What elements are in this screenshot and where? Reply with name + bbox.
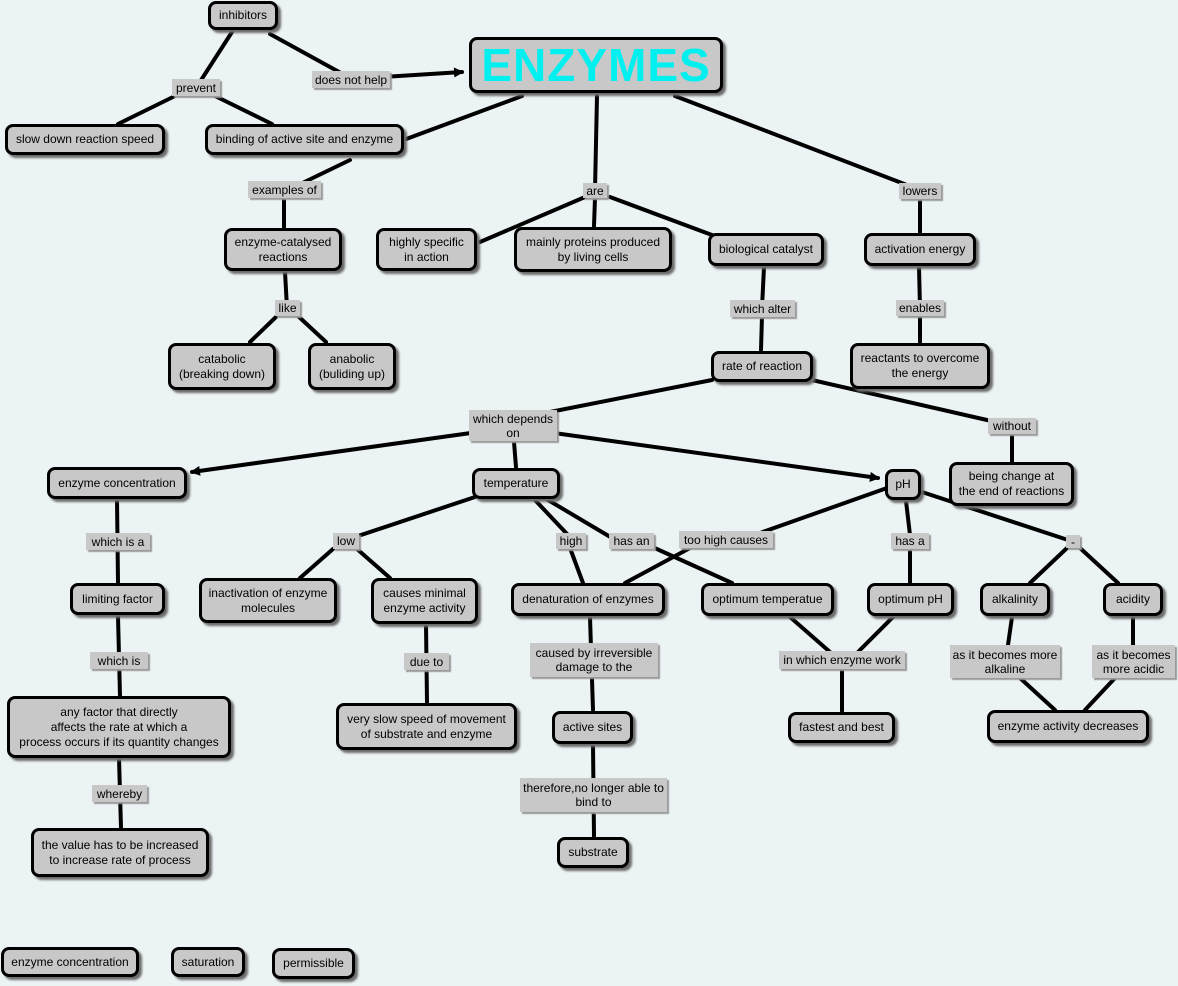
edge xyxy=(1078,546,1120,585)
legend-enzyme-concentration[interactable]: enzyme concentration xyxy=(1,947,139,977)
node-substrate[interactable]: substrate xyxy=(557,837,629,868)
edge xyxy=(248,314,279,344)
edge xyxy=(355,547,392,580)
edge xyxy=(623,546,692,585)
edge xyxy=(608,195,722,240)
edge xyxy=(1028,546,1069,585)
label-prevent: prevent xyxy=(172,79,220,96)
node-optimum-temperature[interactable]: optimum temperatue xyxy=(701,583,834,616)
edge xyxy=(548,378,714,414)
node-limiting-factor[interactable]: limiting factor xyxy=(70,583,165,615)
edge xyxy=(1083,676,1117,712)
node-highly-specific[interactable]: highly specific in action xyxy=(376,228,477,271)
node-causes-minimal[interactable]: causes minimal enzyme activity xyxy=(371,578,478,624)
node-mainly-proteins[interactable]: mainly proteins produced by living cells xyxy=(514,227,672,272)
label-which-is-a: which is a xyxy=(86,533,150,550)
edge xyxy=(1018,676,1057,712)
node-ph[interactable]: pH xyxy=(885,469,921,500)
node-denaturation[interactable]: denaturation of enzymes xyxy=(511,583,665,616)
node-rate-of-reaction[interactable]: rate of reaction xyxy=(711,351,813,382)
label-like: like xyxy=(275,300,300,316)
label-dash: - xyxy=(1066,535,1080,549)
label-whereby: whereby xyxy=(92,785,147,802)
edge xyxy=(920,490,1070,542)
edge xyxy=(512,440,518,469)
edge xyxy=(1006,615,1014,647)
edge xyxy=(646,543,734,585)
label-are: are xyxy=(583,183,607,198)
label-without: without xyxy=(988,418,1036,434)
node-slow-down-reaction-speed[interactable]: slow down reaction speed xyxy=(5,124,165,155)
node-reactants-overcome[interactable]: reactants to overcome the energy xyxy=(850,343,990,389)
node-any-factor[interactable]: any factor that directly affects the rat… xyxy=(7,696,231,758)
node-temperature[interactable]: temperature xyxy=(472,468,560,499)
edge xyxy=(298,547,335,580)
node-very-slow-speed[interactable]: very slow speed of movement of substrate… xyxy=(336,703,517,750)
label-lowers: lowers xyxy=(899,183,941,199)
node-enzymes-title[interactable]: ENZYMES xyxy=(469,37,723,93)
label-which-is: which is xyxy=(90,652,148,669)
edge xyxy=(533,498,570,537)
edge xyxy=(338,494,480,544)
label-examples-of: examples of xyxy=(248,181,321,198)
edge xyxy=(116,94,177,126)
edge xyxy=(478,195,587,244)
node-fastest-and-best[interactable]: fastest and best xyxy=(788,712,895,743)
label-as-more-alkaline: as it becomes more alkaline xyxy=(950,645,1060,678)
label-has-a: has a xyxy=(891,533,929,549)
edge xyxy=(568,546,585,585)
label-enables: enables xyxy=(896,300,944,316)
label-does-not-help: does not help xyxy=(312,71,390,88)
edge xyxy=(213,94,274,126)
node-inhibitors[interactable]: inhibitors xyxy=(208,1,278,30)
label-as-more-acidic: as it becomes more acidic xyxy=(1092,645,1175,678)
label-which-alter: which alter xyxy=(730,300,795,317)
node-activation-energy[interactable]: activation energy xyxy=(864,233,976,266)
legend-permissible[interactable]: permissible xyxy=(272,948,355,979)
label-due-to: due to xyxy=(404,653,449,670)
edge xyxy=(592,196,597,228)
label-in-which-enzyme-work: in which enzyme work xyxy=(779,651,905,669)
edge xyxy=(546,498,614,540)
node-alkalinity[interactable]: alkalinity xyxy=(980,583,1050,616)
label-which-depends-on: which depends on xyxy=(469,410,557,441)
node-catabolic[interactable]: catabolic (breaking down) xyxy=(168,343,276,390)
edge xyxy=(788,615,832,654)
node-biological-catalyst[interactable]: biological catalyst xyxy=(708,233,824,266)
edge xyxy=(856,615,895,654)
node-enzyme-activity-decreases[interactable]: enzyme activity decreases xyxy=(987,710,1149,743)
edge xyxy=(673,94,922,192)
node-active-sites[interactable]: active sites xyxy=(552,711,633,744)
node-acidity[interactable]: acidity xyxy=(1103,583,1163,616)
edge xyxy=(268,32,352,80)
node-optimum-ph[interactable]: optimum pH xyxy=(867,583,954,616)
edge xyxy=(381,67,464,79)
node-being-change[interactable]: being change at the end of reactions xyxy=(949,462,1074,506)
node-enzyme-concentration[interactable]: enzyme concentration xyxy=(47,467,187,499)
node-enzyme-catalysed-reactions[interactable]: enzyme-catalysed reactions xyxy=(224,228,342,271)
edge xyxy=(296,314,328,344)
edge xyxy=(758,486,889,535)
edge xyxy=(194,30,234,90)
label-caused-by: caused by irreversible damage to the xyxy=(530,643,658,677)
edge xyxy=(380,94,524,150)
edge xyxy=(904,499,912,537)
edge xyxy=(810,378,1002,425)
node-anabolic[interactable]: anabolic (buliding up) xyxy=(308,343,396,390)
node-inactivation[interactable]: inactivation of enzyme molecules xyxy=(199,578,337,623)
node-binding-active-site[interactable]: binding of active site and enzyme xyxy=(205,124,404,155)
node-value-increased[interactable]: the value has to be increased to increas… xyxy=(31,828,209,877)
edge xyxy=(190,430,480,476)
label-therefore: therefore,no longer able to bind to xyxy=(520,778,667,812)
edge xyxy=(759,314,764,352)
label-low: low xyxy=(333,533,359,549)
edge xyxy=(552,431,880,482)
label-has-an: has an xyxy=(609,533,654,549)
label-high: high xyxy=(556,533,586,549)
label-too-high-causes: too high causes xyxy=(679,531,773,548)
edge xyxy=(593,94,599,192)
legend-saturation[interactable]: saturation xyxy=(171,947,245,977)
